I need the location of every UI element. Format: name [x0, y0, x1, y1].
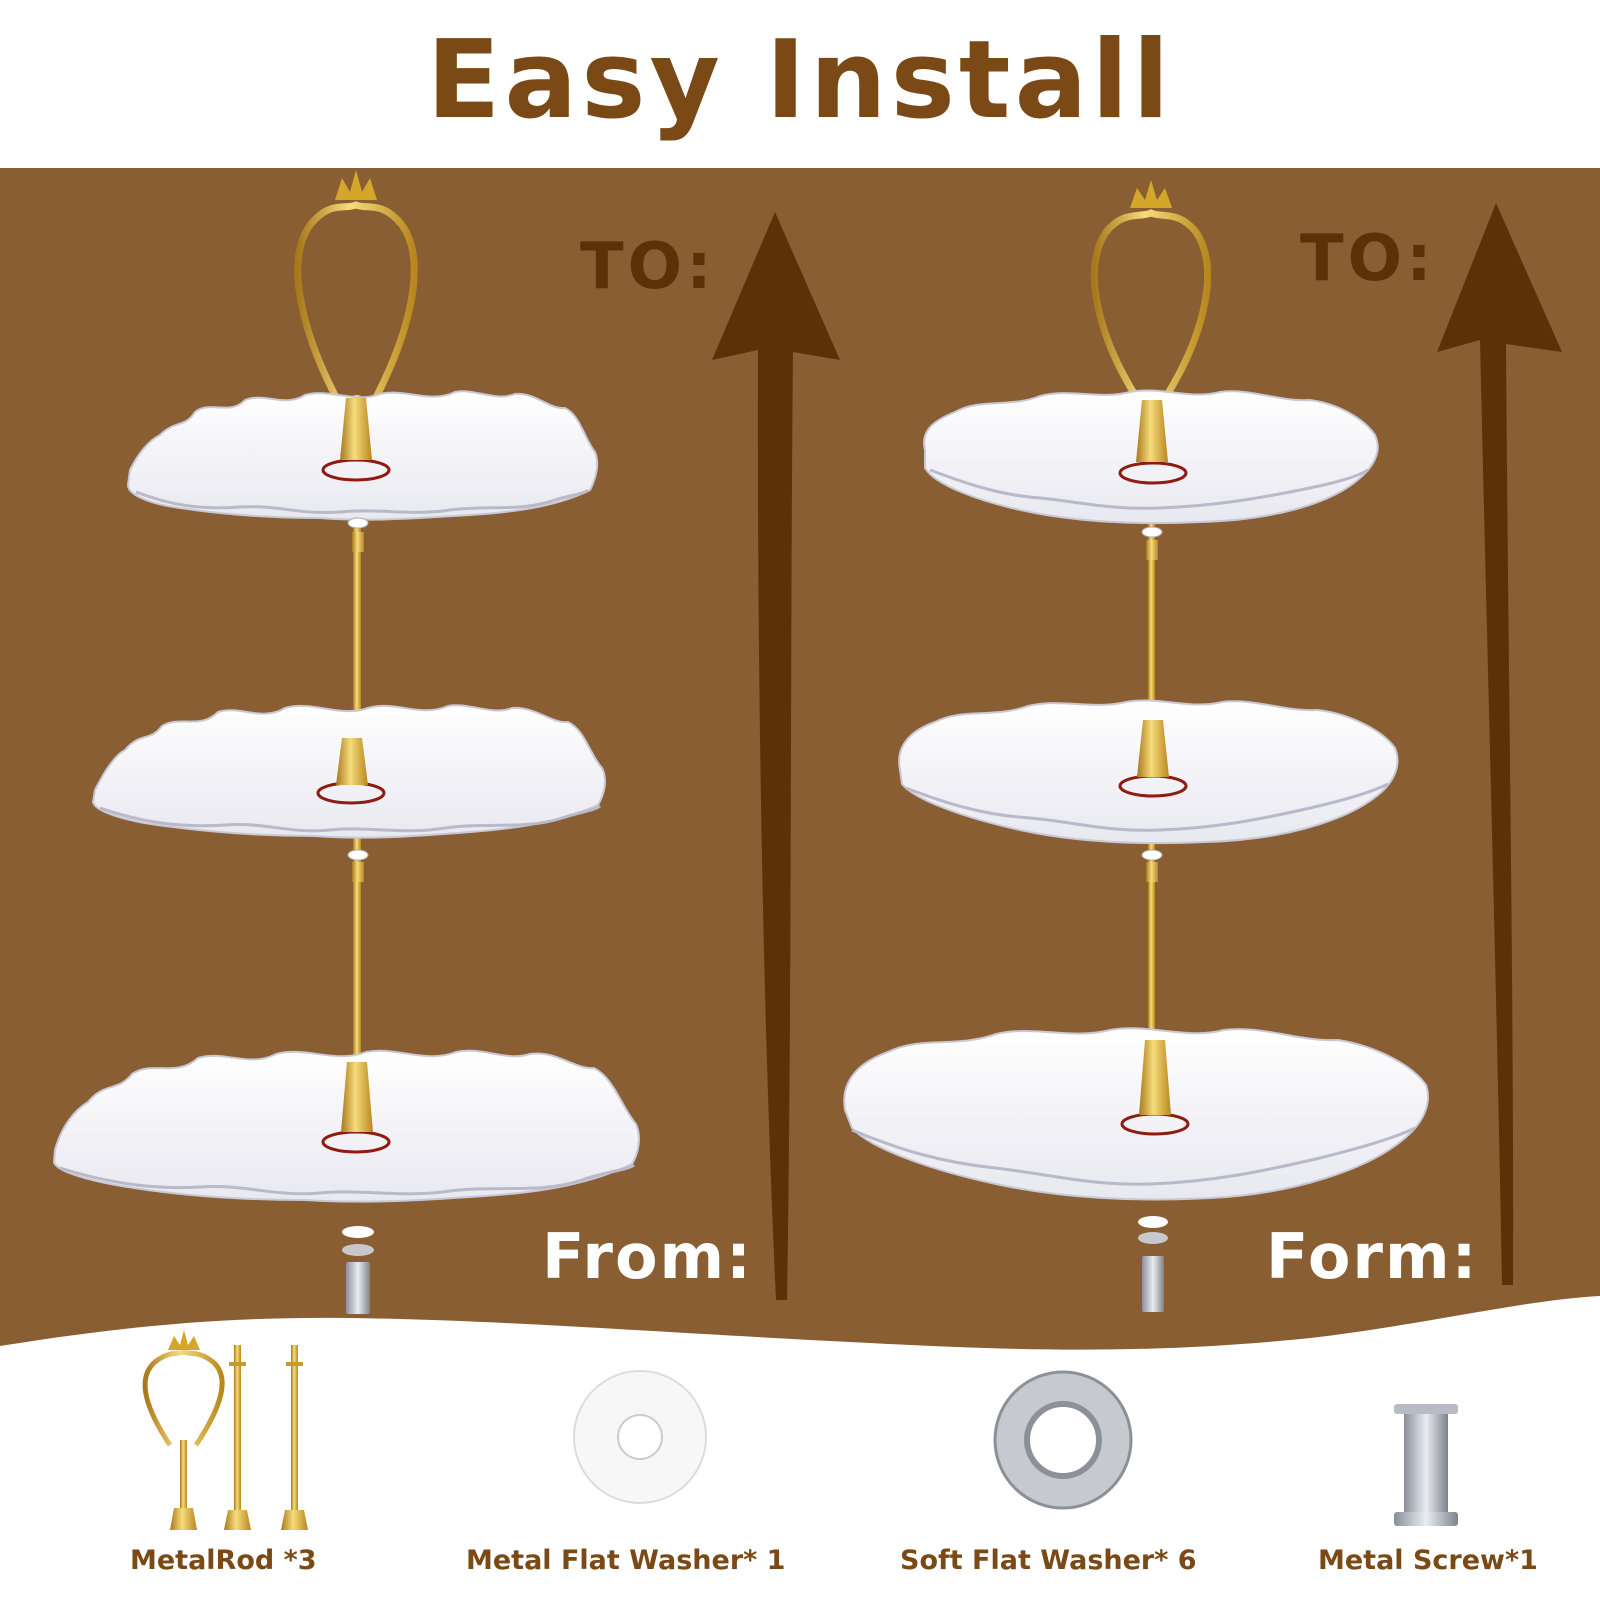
up-arrow-right [1437, 203, 1562, 1285]
part-label-soft-flat-washer: Soft Flat Washer* 6 [900, 1545, 1197, 1576]
page-title: Easy Install [426, 18, 1174, 143]
right-from-label: Form: [1266, 1220, 1479, 1293]
part-metal-rods [142, 1330, 308, 1530]
part-label-metal-screw: Metal Screw*1 [1318, 1545, 1538, 1576]
crown-handle [1090, 209, 1212, 397]
part-metal-screw [1394, 1404, 1458, 1526]
crown-handle [294, 201, 418, 407]
part-soft-washer [573, 1370, 707, 1504]
left-to-label: TO: [580, 230, 716, 304]
right-cake-stand [843, 180, 1429, 1312]
left-from-label: From: [542, 1220, 753, 1293]
plate-bottom [843, 1027, 1429, 1201]
part-label-metal-rod: MetalRod *3 [130, 1545, 317, 1576]
right-to-label: TO: [1300, 222, 1436, 296]
part-metal-washer [993, 1370, 1133, 1510]
left-cake-stand [52, 170, 640, 1314]
part-label-metal-flat-washer: Metal Flat Washer* 1 [466, 1545, 786, 1576]
up-arrow-left [712, 212, 840, 1300]
